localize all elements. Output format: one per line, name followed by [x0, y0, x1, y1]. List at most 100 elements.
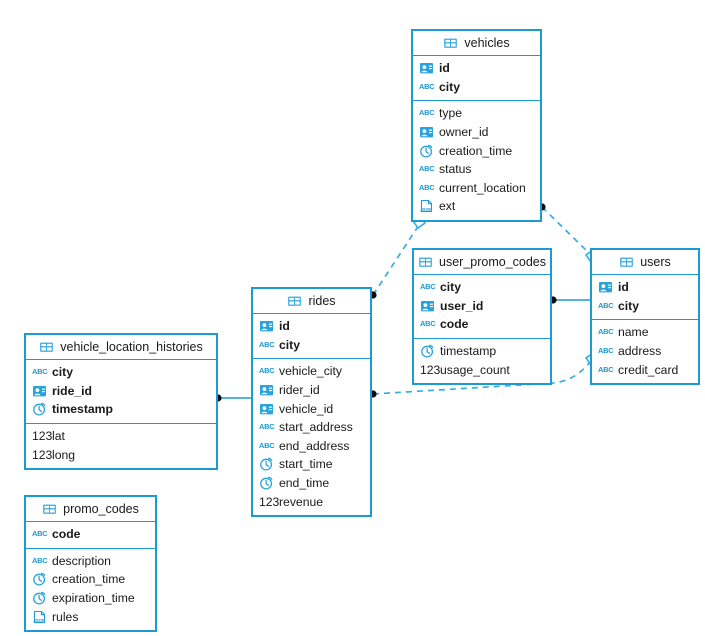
clock-type-icon [259, 476, 274, 490]
json-type-icon: JSON [419, 199, 434, 213]
column-name: vehicle_id [279, 401, 334, 416]
table-name: vehicles [464, 36, 510, 50]
svg-text:JSON: JSON [33, 618, 45, 623]
abc-type-icon: ABC [598, 300, 614, 310]
column-row[interactable]: timestamp [414, 342, 550, 361]
pk-column-row[interactable]: ABC city [413, 78, 540, 97]
column-row[interactable]: owner_id [413, 123, 540, 142]
column-name: owner_id [439, 125, 489, 140]
table-name: users [640, 255, 671, 269]
column-row[interactable]: ABC start_address [253, 418, 370, 437]
pk-column-row[interactable]: user_id [414, 297, 550, 316]
clock-type-icon [32, 591, 47, 605]
column-name: ext [439, 199, 456, 214]
table-title-user_promo_codes[interactable]: user_promo_codes [414, 250, 550, 275]
table-title-promo_codes[interactable]: promo_codes [26, 497, 155, 522]
table-title-users[interactable]: users [592, 250, 698, 275]
pk-column-row[interactable]: id [592, 278, 698, 297]
abc-type-icon: ABC [419, 182, 435, 192]
column-name: end_address [279, 438, 350, 453]
pk-column-row[interactable]: id [413, 59, 540, 78]
column-name: id [439, 61, 450, 76]
column-row[interactable]: end_time [253, 474, 370, 493]
column-name: city [439, 79, 461, 94]
clock-type-icon [32, 402, 47, 417]
column-row[interactable]: creation_time [26, 570, 155, 589]
column-name: timestamp [440, 344, 497, 359]
column-name: long [52, 447, 76, 462]
id-card-type-icon [259, 383, 274, 397]
abc-type-icon: ABC [598, 346, 614, 356]
column-name: creation_time [52, 572, 126, 587]
column-row[interactable]: creation_time [413, 141, 540, 160]
column-row[interactable]: start_time [253, 455, 370, 474]
column-row[interactable]: vehicle_id [253, 399, 370, 418]
abc-type-icon: ABC [419, 81, 435, 91]
column-name: name [618, 325, 649, 340]
column-row[interactable]: ABC end_address [253, 437, 370, 456]
column-row[interactable]: ABC name [592, 323, 698, 342]
pk-column-row[interactable]: ride_id [26, 382, 216, 401]
table-title-vehicle_location_histories[interactable]: vehicle_location_histories [26, 335, 216, 360]
table-icon [287, 294, 302, 308]
column-row[interactable]: ABC description [26, 552, 155, 571]
column-row[interactable]: expiration_time [26, 589, 155, 608]
column-name: revenue [279, 494, 324, 509]
table-title-rides[interactable]: rides [253, 289, 370, 314]
json-type-icon: JSON [32, 610, 47, 624]
table-title-vehicles[interactable]: vehicles [413, 31, 540, 56]
clock-type-icon [32, 572, 47, 587]
clock-type-icon [419, 144, 434, 158]
column-name: start_address [279, 420, 353, 435]
column-row[interactable]: JSON ext [413, 197, 540, 216]
table-name: rides [308, 294, 336, 308]
abc-type-icon: ABC [259, 422, 275, 432]
pk-column-row[interactable]: timestamp [26, 400, 216, 419]
id-card-type-icon [420, 299, 435, 313]
column-name: credit_card [618, 362, 679, 377]
abc-type-icon: ABC [598, 327, 614, 337]
id-card-type-icon [419, 61, 434, 75]
pk-column-row[interactable]: id [253, 317, 370, 336]
clock-type-icon [420, 344, 435, 358]
table-icon [39, 340, 54, 354]
table-name: user_promo_codes [439, 255, 547, 269]
column-name: end_time [279, 476, 330, 491]
abc-type-icon: ABC [32, 555, 48, 565]
column-name: description [52, 553, 111, 568]
column-name: city [52, 365, 74, 380]
column-row[interactable]: rider_id [253, 381, 370, 400]
abc-type-icon: ABC [259, 440, 275, 450]
